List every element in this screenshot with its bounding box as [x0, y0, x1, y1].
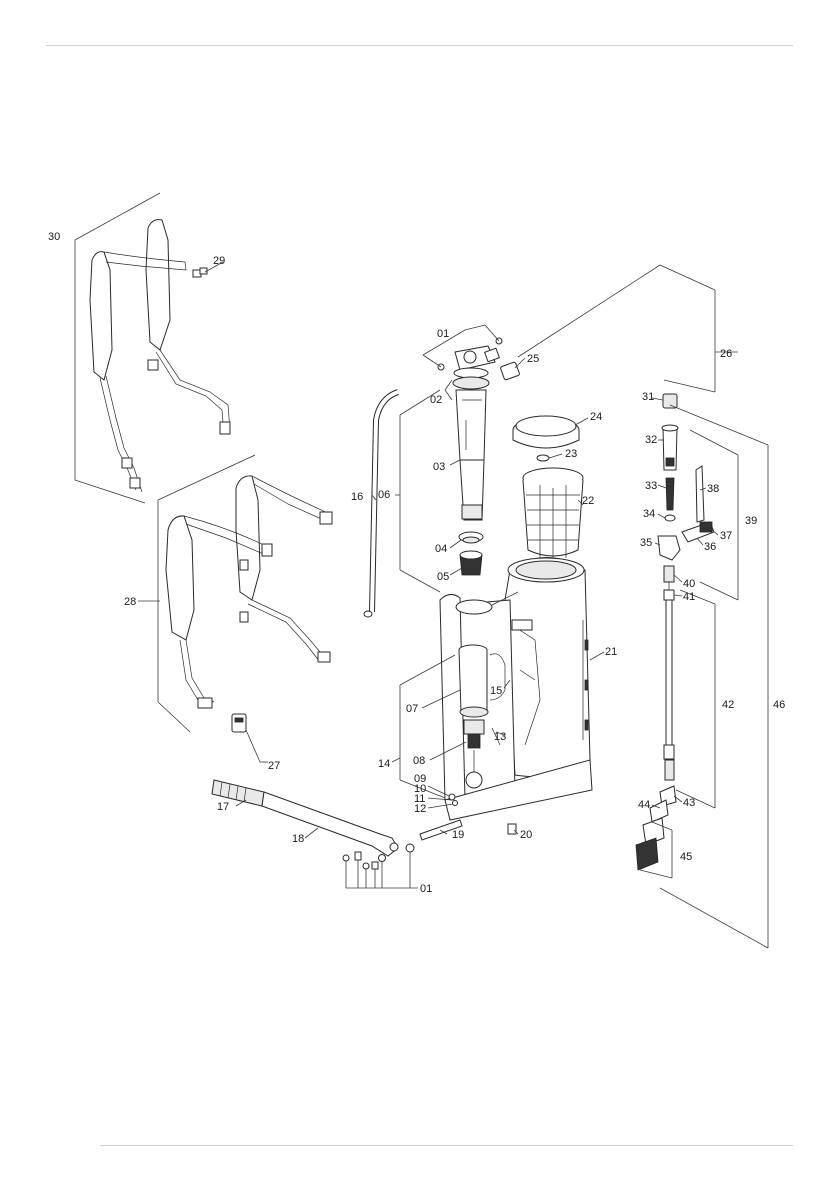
leader-lines	[138, 262, 718, 838]
callout-37: 37	[720, 530, 732, 542]
callout-25: 25	[527, 353, 539, 365]
callout-39: 39	[745, 515, 757, 527]
buckle-27	[232, 714, 268, 762]
callout-36: 36	[704, 541, 716, 553]
callout-20: 20	[520, 829, 532, 841]
callout-26: 26	[720, 348, 732, 360]
callout-35: 35	[640, 537, 652, 549]
callout-29: 29	[213, 255, 225, 267]
callout-04: 04	[435, 543, 447, 555]
callout-43: 43	[683, 797, 695, 809]
callout-16: 16	[351, 491, 363, 503]
callout-22: 22	[582, 495, 594, 507]
callout-19: 19	[452, 829, 464, 841]
clip-20	[508, 824, 516, 834]
strap-set-30	[75, 193, 230, 503]
pump-assembly-06-bracket	[400, 390, 440, 592]
callout-15: 15	[490, 685, 502, 697]
callout-41: 41	[683, 591, 695, 603]
callout-24: 24	[590, 411, 602, 423]
callout-02: 02	[430, 394, 442, 406]
callout-03: 03	[433, 461, 445, 473]
callout-40: 40	[683, 578, 695, 590]
callout-46: 46	[773, 699, 785, 711]
tube-16	[364, 392, 398, 617]
valve-05	[460, 551, 482, 575]
strap-set-28	[158, 455, 332, 732]
lid-24	[513, 416, 579, 448]
callout-08: 08	[413, 755, 425, 767]
callout-01-bottom: 01	[420, 883, 432, 895]
filter-basket-22	[523, 468, 583, 560]
callout-33: 33	[645, 480, 657, 492]
buckle-29	[193, 268, 207, 277]
lance-assembly	[636, 394, 768, 948]
callout-21: 21	[605, 646, 617, 658]
callout-18: 18	[292, 833, 304, 845]
callout-28: 28	[124, 596, 136, 608]
callout-07: 07	[406, 703, 418, 715]
callout-44: 44	[638, 799, 650, 811]
callout-23: 23	[565, 448, 577, 460]
callout-27: 27	[268, 760, 280, 772]
callout-06: 06	[378, 489, 390, 501]
callout-45: 45	[680, 851, 692, 863]
callout-13: 13	[494, 731, 506, 743]
callout-01-top: 01	[437, 328, 449, 340]
callout-14: 14	[378, 758, 390, 770]
seal-04	[459, 532, 483, 543]
callout-12: 12	[414, 803, 426, 815]
pump-head	[423, 325, 502, 520]
callout-31: 31	[642, 391, 654, 403]
callout-42: 42	[722, 699, 734, 711]
washer-23	[537, 455, 549, 461]
callout-38: 38	[707, 483, 719, 495]
pump-lever-18	[262, 792, 398, 856]
callout-30: 30	[48, 231, 60, 243]
callout-17: 17	[217, 801, 229, 813]
hose-26	[515, 265, 738, 392]
callout-34: 34	[643, 508, 655, 520]
callout-05: 05	[437, 571, 449, 583]
callout-32: 32	[645, 434, 657, 446]
